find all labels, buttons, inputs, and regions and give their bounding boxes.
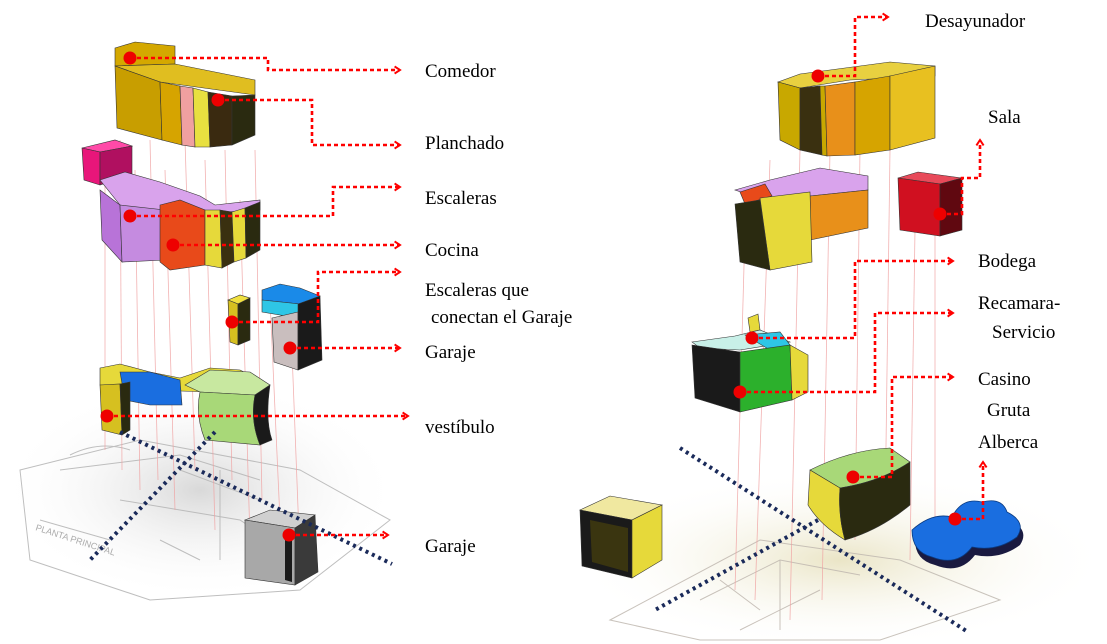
right-block-desayunador [777, 61, 936, 157]
left-arrows [107, 56, 410, 540]
left-dots [100, 51, 297, 542]
arrow-recamara [740, 308, 955, 394]
right-block-bodega [691, 313, 809, 413]
arrow-casino [853, 372, 955, 479]
arrow-alberca [955, 460, 988, 521]
left-block-garaje [243, 509, 319, 586]
label-recamara-line2: Servicio [992, 322, 1056, 343]
left-block-vestibulo [99, 363, 273, 446]
right-floor-plan [608, 539, 1002, 641]
arrow-desayunador [818, 12, 890, 78]
right-block-cube [579, 495, 663, 579]
right-block-alberca [911, 500, 1024, 569]
right-model [570, 12, 1107, 644]
label-escaleras-garaje-line2: conectan el Garaje [431, 307, 573, 328]
right-divider-lines [654, 446, 970, 634]
left-model: PLANTA PRINCIPAL [0, 41, 410, 601]
label-sala: Sala [988, 107, 1021, 128]
left-block-comedor [114, 41, 256, 148]
arrow-bodega [752, 256, 955, 340]
right-arrows [740, 12, 988, 521]
left-block-stairs-garage [227, 283, 323, 371]
label-garaje-upper: Garaje [425, 342, 476, 363]
label-planchado: Planchado [425, 133, 505, 154]
label-escaleras-garaje-line1: Escaleras que [425, 280, 529, 301]
label-garaje-lower: Garaje [425, 536, 476, 557]
label-bodega: Bodega [978, 251, 1037, 272]
right-block-sala [897, 171, 963, 237]
right-block-casino [807, 447, 911, 541]
right-dots [733, 69, 962, 526]
arrow-sala [940, 138, 985, 216]
left-floor-plan [19, 439, 391, 601]
label-desayunador: Desayunador [925, 11, 1026, 32]
label-escaleras: Escaleras [425, 188, 497, 209]
arrow-comedor [130, 56, 402, 75]
label-cocina: Cocina [425, 240, 479, 261]
left-divider-lines [88, 430, 393, 566]
arrow-escaleras [130, 182, 402, 218]
label-recamara-line1: Recamara- [978, 293, 1061, 314]
arrow-planchado [218, 98, 402, 150]
arrow-escaleras-garaje [232, 267, 402, 324]
left-block-cocina [99, 171, 261, 271]
label-gruta: Gruta [987, 400, 1031, 421]
label-alberca: Alberca [978, 432, 1039, 453]
right-block-middle [733, 167, 869, 271]
label-vestibulo: vestíbulo [425, 417, 495, 438]
label-comedor: Comedor [425, 61, 496, 82]
label-casino: Casino [978, 369, 1031, 390]
